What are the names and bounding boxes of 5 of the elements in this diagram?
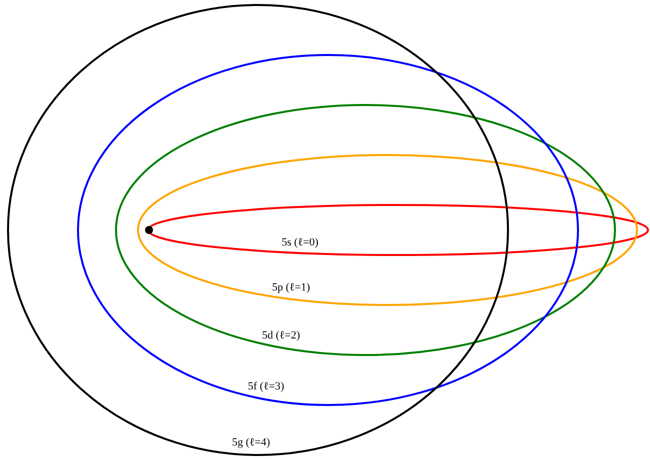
- orbit-label: 5g (ℓ=4): [232, 436, 270, 450]
- orbit-label: 5f (ℓ=3): [248, 380, 284, 394]
- orbit-label: 5p (ℓ=1): [272, 282, 310, 294]
- orbit-label: 5d (ℓ=2): [262, 330, 300, 342]
- orbit-label: 5s (ℓ=0): [282, 236, 318, 250]
